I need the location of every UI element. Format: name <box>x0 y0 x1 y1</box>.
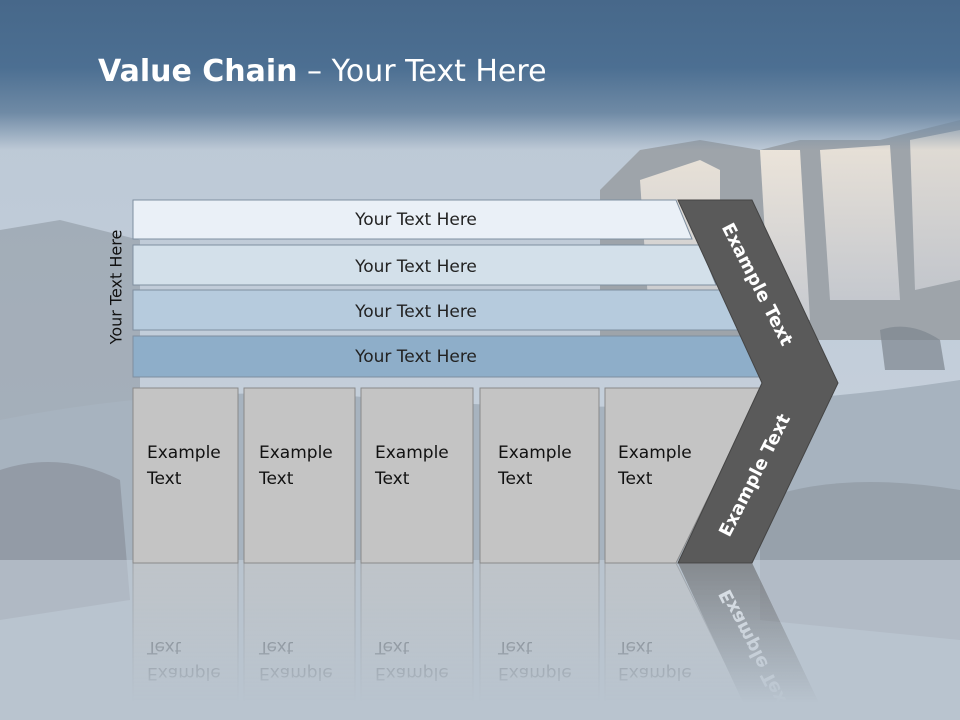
cell-1-line2: Text <box>146 469 182 489</box>
cell-2-line1: Example <box>259 443 333 463</box>
refl-cell-4-line1: Example <box>498 663 572 683</box>
reflection: Example Text Example Text Example Text Exam… <box>132 562 828 720</box>
cell-5-line2: Text <box>617 469 653 489</box>
svg-text:ExampleText: ExampleText <box>374 443 449 489</box>
cell-3-box <box>360 387 474 564</box>
cell-1-box <box>132 387 239 564</box>
cell-4-line2: Text <box>497 469 533 489</box>
refl-cell-2-line2: Text <box>258 637 294 657</box>
title-bold: Value Chain <box>98 54 298 89</box>
cell-4-box <box>479 387 600 564</box>
refl-cell-2-line1: Example <box>259 663 333 683</box>
row-2-band <box>132 244 717 286</box>
row-1-band <box>132 199 693 240</box>
refl-cell-1-line2: Text <box>146 637 182 657</box>
svg-text:ExampleText: ExampleText <box>258 443 333 489</box>
row-1: Your Text Here <box>132 199 693 240</box>
cell-1-line1: Example <box>147 443 221 463</box>
refl-cell-1-line1: Example <box>147 663 221 683</box>
svg-text:ExampleText: ExampleText <box>146 443 221 489</box>
cell-2-line2: Text <box>258 469 294 489</box>
svg-text:ExampleText: ExampleText <box>497 443 572 489</box>
cell-3-line2: Text <box>374 469 410 489</box>
refl-cell-4-line2: Text <box>497 637 533 657</box>
row-3: Your Text Here <box>132 289 739 331</box>
svg-text:ExampleText: ExampleText <box>617 443 692 489</box>
svg-text:ExampleText: Example Text <box>617 637 692 683</box>
row-1-label: Your Text Here <box>354 210 477 230</box>
title-rest: – Your Text Here <box>297 54 547 89</box>
refl-cell-3-line2: Text <box>374 637 410 657</box>
row-4: Your Text Here <box>132 335 763 378</box>
cell-5-line1: Example <box>618 443 692 463</box>
svg-text:ExampleText: Example Text <box>374 637 449 683</box>
svg-text:ExampleText: Example Text <box>258 637 333 683</box>
refl-cell-3-line1: Example <box>375 663 449 683</box>
page-title: Value Chain – Your Text Here <box>98 54 547 89</box>
row-2-label: Your Text Here <box>354 257 477 277</box>
refl-cell-5-line2: Text <box>617 637 653 657</box>
title-bar <box>0 0 960 150</box>
row-3-label: Your Text Here <box>354 302 477 322</box>
row-4-label: Your Text Here <box>354 347 477 367</box>
row-2: Your Text Here <box>132 244 717 286</box>
svg-text:ExampleText: Example Text <box>497 637 572 683</box>
cell-3-line1: Example <box>375 443 449 463</box>
cell-2-box <box>243 387 356 564</box>
refl-cell-5-line1: Example <box>618 663 692 683</box>
cell-4-line1: Example <box>498 443 572 463</box>
svg-text:ExampleText: Example Text <box>146 637 221 683</box>
